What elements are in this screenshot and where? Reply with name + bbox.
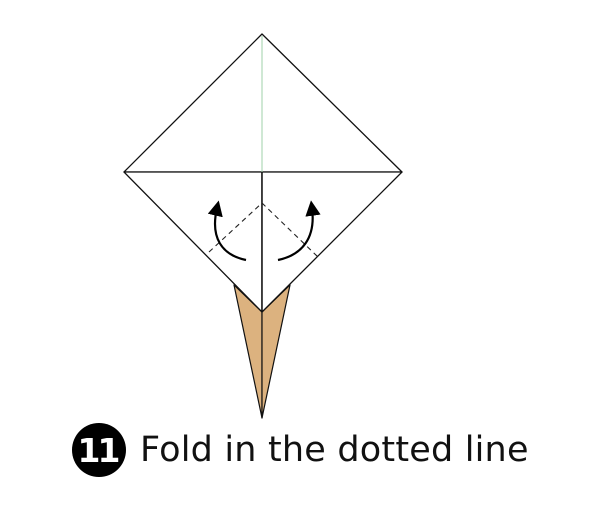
dotted-fold-line: [208, 202, 319, 258]
lower-right-flap: [261, 171, 403, 313]
step-instruction: Fold in the dotted line: [140, 429, 529, 470]
origami-diagram: [123, 33, 403, 419]
curved-fold-arrow-right-icon: [277, 200, 321, 262]
step-number-badge: 11: [72, 423, 126, 477]
step-caption: 11 Fold in the dotted line: [72, 422, 529, 478]
lower-left-flap: [123, 171, 263, 313]
step-number: 11: [77, 430, 121, 470]
paper-stem: [233, 284, 291, 419]
upper-paper-triangle: [123, 33, 403, 173]
curved-fold-arrow-left-icon: [207, 200, 247, 262]
